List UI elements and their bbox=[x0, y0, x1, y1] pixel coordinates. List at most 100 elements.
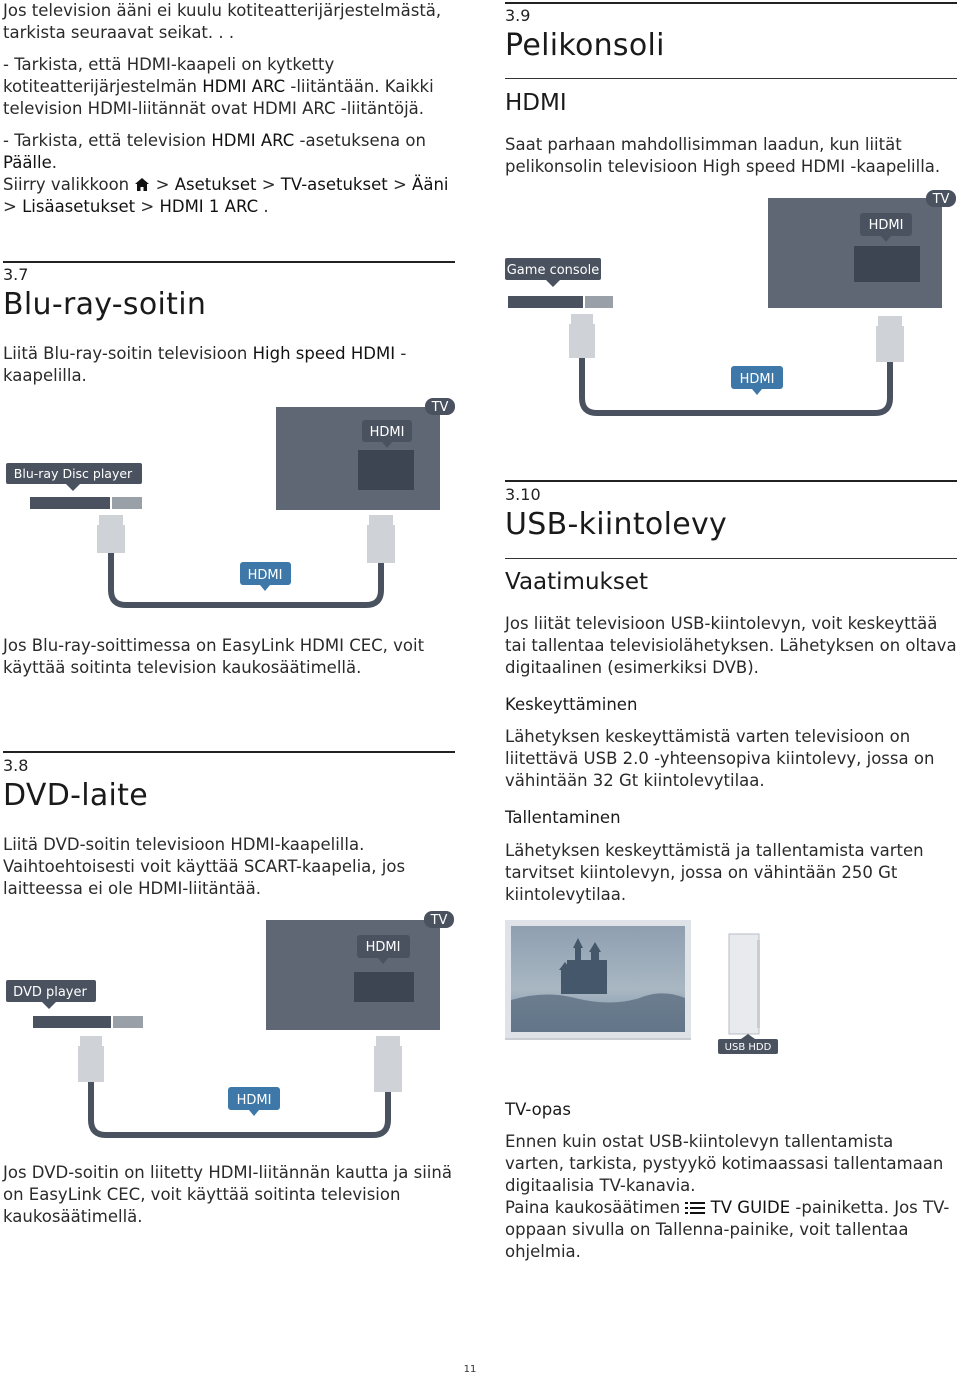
device-label: DVD player bbox=[13, 985, 87, 1000]
screen-hills bbox=[511, 993, 685, 1032]
connector-plug bbox=[569, 324, 595, 358]
connector-cap bbox=[80, 1036, 102, 1046]
pause-block: Lähetyksen keskeyttämistä varten televis… bbox=[505, 726, 957, 792]
connector-plug bbox=[78, 1046, 104, 1082]
port-tag bbox=[860, 213, 912, 236]
section-title-game: Pelikonsoli bbox=[505, 28, 665, 63]
intro-section: Jos television ääni ei kuulu kotiteatter… bbox=[3, 0, 455, 218]
tv-port-area bbox=[854, 246, 920, 282]
connector-plug bbox=[367, 525, 395, 563]
dvd-text-2: Jos DVD-soitin on liitetty HDMI-liitännä… bbox=[3, 1163, 452, 1226]
tv-label: TV bbox=[430, 913, 448, 928]
connector-cap bbox=[376, 1036, 400, 1046]
device-body-left bbox=[508, 296, 583, 308]
connector-plug bbox=[374, 1046, 402, 1092]
intro-text-4: Siirry valikkoon > Asetukset > TV-asetuk… bbox=[3, 175, 449, 216]
home-icon bbox=[135, 178, 150, 191]
intro-text-1: Jos television ääni ei kuulu kotiteatter… bbox=[3, 1, 442, 42]
bluray-connection-diagram: TV HDMI Blu-ray Disc player HDMI bbox=[6, 398, 455, 608]
cable-label: HDMI bbox=[740, 372, 775, 387]
section-title-bluray: Blu-ray-soitin bbox=[3, 287, 207, 322]
connector-cap bbox=[99, 515, 123, 525]
game-intro: Saat parhaan mahdollisimman laadun, kun … bbox=[505, 134, 957, 178]
usb-intro: Jos liität televisioon USB-kiintolevyn, … bbox=[505, 613, 957, 679]
usb-hdd-body bbox=[728, 933, 760, 1035]
game-connection-diagram: TV HDMI Game console HDMI bbox=[505, 190, 956, 416]
cable-label: HDMI bbox=[237, 1093, 272, 1108]
bluray-intro: Liitä Blu-ray-soitin televisioon High sp… bbox=[3, 343, 455, 387]
tv-badge bbox=[926, 190, 956, 207]
usb-tag bbox=[718, 1039, 778, 1054]
device-body-left bbox=[30, 497, 110, 509]
tv-port-area bbox=[358, 450, 414, 490]
cable-tag bbox=[240, 562, 291, 585]
cable-tag bbox=[228, 1087, 280, 1110]
device-tag bbox=[505, 258, 601, 280]
port-label: HDMI bbox=[869, 218, 904, 233]
subsection-rule bbox=[505, 558, 957, 559]
section-title-dvd: DVD-laite bbox=[3, 778, 148, 813]
usb-label: USB HDD bbox=[725, 1042, 772, 1053]
hdmi-cable bbox=[108, 553, 384, 608]
port-label: HDMI bbox=[366, 940, 401, 955]
section-rule bbox=[3, 261, 455, 263]
section-number: 3.9 bbox=[505, 6, 531, 25]
section-rule bbox=[505, 480, 957, 482]
device-body-right bbox=[112, 497, 142, 509]
device-tag bbox=[6, 980, 96, 1002]
usb-text-1: Jos liität televisioon USB-kiintolevyn, … bbox=[505, 614, 957, 677]
device-label: Game console bbox=[507, 263, 600, 278]
tv-port-area bbox=[354, 972, 414, 1002]
connector-cap bbox=[369, 515, 393, 525]
section-title-usb: USB-kiintolevy bbox=[505, 507, 728, 542]
guide-text-2: Paina kaukosäätimen TV GUIDE -painiketta… bbox=[505, 1198, 950, 1261]
cable-label: HDMI bbox=[248, 568, 283, 583]
cable-tag bbox=[731, 366, 783, 389]
game-text-1: Saat parhaan mahdollisimman laadun, kun … bbox=[505, 135, 941, 176]
hdmi-cable bbox=[88, 1082, 391, 1138]
device-tag bbox=[6, 463, 142, 484]
heading-pause: Keskeyttäminen bbox=[505, 695, 638, 714]
section-number: 3.8 bbox=[3, 756, 29, 775]
heading-tv-guide: TV-opas bbox=[505, 1100, 571, 1119]
guide-text-1: Ennen kuin ostat USB-kiintolevyn tallent… bbox=[505, 1132, 944, 1195]
bluray-note: Jos Blu-ray-soittimessa on EasyLink HDMI… bbox=[3, 635, 455, 679]
tv-badge bbox=[425, 398, 455, 415]
tv-label: TV bbox=[431, 400, 449, 415]
device-body-left bbox=[33, 1016, 111, 1028]
connector-cap bbox=[878, 316, 902, 326]
tv-guide-icon bbox=[685, 1202, 706, 1214]
heading-record: Tallentaminen bbox=[505, 808, 621, 827]
dvd-note: Jos DVD-soitin on liitetty HDMI-liitännä… bbox=[3, 1162, 455, 1228]
device-label: Blu-ray Disc player bbox=[14, 466, 133, 481]
castle-image bbox=[559, 938, 607, 994]
page-number: 11 bbox=[463, 1364, 477, 1375]
section-number: 3.7 bbox=[3, 265, 29, 284]
subsection-rule bbox=[505, 78, 957, 79]
section-rule bbox=[3, 751, 455, 753]
device-body-right bbox=[113, 1016, 143, 1028]
pause-text: Lähetyksen keskeyttämistä varten televis… bbox=[505, 727, 935, 790]
record-text: Lähetyksen keskeyttämistä ja tallentamis… bbox=[505, 841, 924, 904]
port-label: HDMI bbox=[370, 425, 405, 440]
dvd-intro: Liitä DVD-soitin televisioon HDMI-kaapel… bbox=[3, 834, 455, 900]
dvd-connection-diagram: TV HDMI DVD player HDMI bbox=[6, 911, 454, 1138]
bluray-text-2: Jos Blu-ray-soittimessa on EasyLink HDMI… bbox=[3, 636, 425, 677]
bluray-text-1: Liitä Blu-ray-soitin televisioon High sp… bbox=[3, 344, 407, 385]
port-tag bbox=[362, 420, 412, 442]
port-tag bbox=[357, 935, 410, 958]
intro-text-3: - Tarkista, että television HDMI ARC -as… bbox=[3, 131, 426, 172]
dvd-text-1: Liitä DVD-soitin televisioon HDMI-kaapel… bbox=[3, 835, 406, 898]
section-number: 3.10 bbox=[505, 485, 541, 504]
connector-plug bbox=[876, 326, 904, 362]
connector-cap bbox=[571, 314, 593, 324]
intro-text-2: - Tarkista, että HDMI-kaapeli on kytkett… bbox=[3, 55, 434, 118]
tv-label: TV bbox=[932, 192, 950, 207]
section-rule bbox=[505, 2, 957, 4]
subsection-title-requirements: Vaatimukset bbox=[505, 569, 648, 595]
record-block: Lähetyksen keskeyttämistä ja tallentamis… bbox=[505, 840, 957, 906]
connector-plug bbox=[97, 525, 125, 553]
usb-hdd-diagram: USB HDD bbox=[505, 920, 778, 1054]
device-body-right bbox=[585, 296, 613, 308]
hdmi-cable bbox=[579, 358, 893, 416]
